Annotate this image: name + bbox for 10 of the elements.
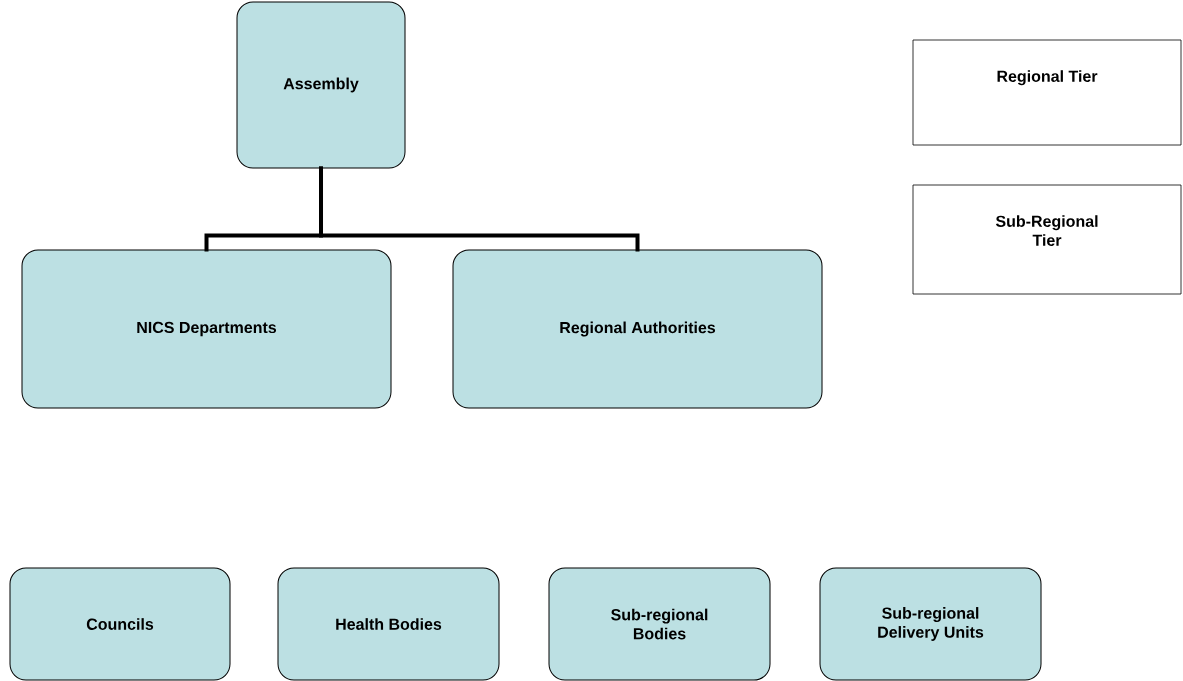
org-box: NICS Departments bbox=[21, 249, 392, 409]
org-box: Regional Authorities bbox=[452, 249, 823, 409]
connector bbox=[319, 166, 640, 252]
org-box: Assembly bbox=[236, 1, 406, 169]
tier-label-box: Sub-Regional Tier bbox=[912, 184, 1182, 295]
org-box: Sub-regional Delivery Units bbox=[819, 567, 1042, 681]
org-box: Councils bbox=[9, 567, 231, 681]
tier-label-box: Regional Tier bbox=[912, 39, 1182, 146]
org-box: Sub-regional Bodies bbox=[548, 567, 771, 681]
org-box: Health Bodies bbox=[277, 567, 500, 681]
